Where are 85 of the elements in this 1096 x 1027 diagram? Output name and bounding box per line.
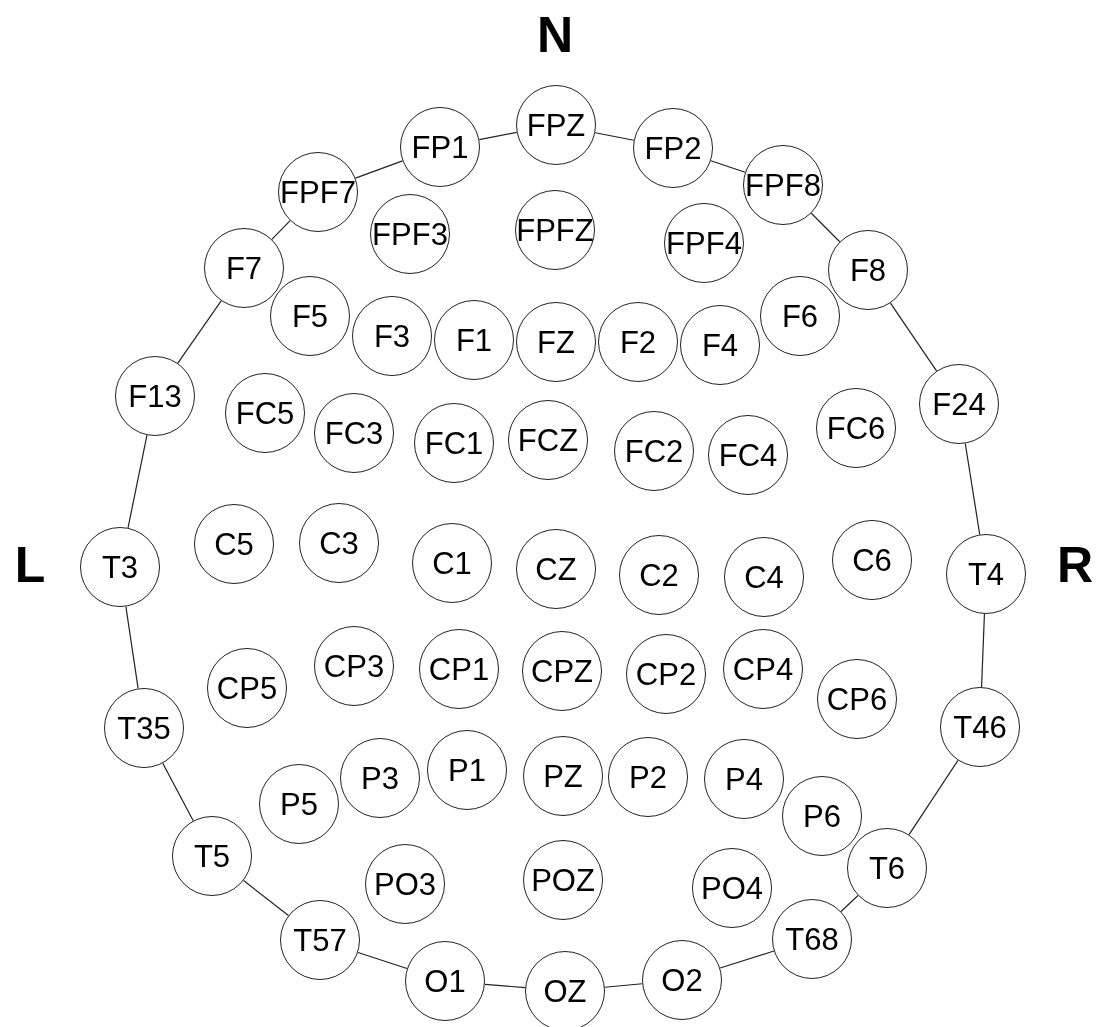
connector-line bbox=[980, 613, 986, 688]
connector-line bbox=[177, 300, 222, 364]
electrode-label: P1 bbox=[448, 754, 486, 786]
electrode-label: P3 bbox=[361, 762, 399, 794]
electrode-label: CP1 bbox=[428, 653, 490, 685]
electrode-label: FC2 bbox=[624, 435, 684, 467]
direction-label: N bbox=[536, 10, 574, 60]
electrode-label: C6 bbox=[852, 544, 892, 576]
electrode-label: PO4 bbox=[701, 872, 763, 904]
connector-line bbox=[125, 605, 139, 690]
electrode-label: T3 bbox=[101, 551, 139, 583]
connector-line bbox=[354, 160, 404, 179]
connector-line bbox=[908, 759, 959, 836]
connector-line bbox=[484, 983, 526, 989]
electrode-label: T6 bbox=[868, 852, 906, 884]
electrode-label: F1 bbox=[455, 324, 493, 356]
connector-line bbox=[242, 879, 290, 917]
electrode-label: CP6 bbox=[826, 683, 888, 715]
electrode-label: FPFZ bbox=[516, 214, 594, 246]
electrode-label: FPF4 bbox=[666, 227, 742, 259]
electrode-label: FPZ bbox=[526, 109, 586, 141]
electrode-label: C2 bbox=[639, 559, 679, 591]
electrode-label: FC3 bbox=[324, 417, 384, 449]
electrode-label: FPF3 bbox=[372, 218, 448, 250]
connector-line bbox=[594, 132, 635, 141]
electrode-label: FPF8 bbox=[745, 169, 821, 201]
electrode-label: T68 bbox=[785, 923, 839, 955]
connector-line bbox=[710, 160, 746, 173]
electrode-label: CP4 bbox=[732, 653, 794, 685]
electrode-label: C5 bbox=[214, 528, 254, 560]
electrode-label: PZ bbox=[543, 760, 583, 792]
electrode-label: PO3 bbox=[374, 868, 436, 900]
electrode-label: O2 bbox=[661, 964, 703, 996]
electrode-label: P6 bbox=[803, 800, 841, 832]
electrode-label: OZ bbox=[543, 975, 587, 1007]
connector-line bbox=[357, 951, 408, 970]
electrode-circle bbox=[204, 228, 284, 308]
direction-label: R bbox=[1056, 540, 1094, 590]
electrode-label: FC1 bbox=[424, 427, 484, 459]
electrode-label: FC4 bbox=[718, 439, 778, 471]
electrode-label: F7 bbox=[225, 252, 263, 284]
electrode-label: F3 bbox=[373, 320, 411, 352]
electrode-label: POZ bbox=[531, 864, 595, 896]
direction-label: L bbox=[14, 540, 46, 590]
electrode-label: FZ bbox=[537, 326, 575, 358]
electrode-label: O1 bbox=[424, 965, 466, 997]
electrode-label: CP2 bbox=[635, 658, 697, 690]
electrode-label: F4 bbox=[701, 329, 739, 361]
electrode-label: FPF7 bbox=[280, 176, 356, 208]
connector-line bbox=[889, 302, 938, 372]
electrode-label: C3 bbox=[319, 527, 359, 559]
connector-line bbox=[719, 950, 775, 969]
electrode-label: F2 bbox=[619, 326, 657, 358]
electrode-label: F5 bbox=[291, 300, 329, 332]
electrode-label: T4 bbox=[967, 558, 1005, 590]
electrode-label: F13 bbox=[128, 380, 182, 412]
electrode-label: FP1 bbox=[411, 131, 469, 163]
electrode-label: FC5 bbox=[235, 397, 295, 429]
connector-line bbox=[840, 894, 859, 913]
connector-line bbox=[127, 434, 148, 529]
electrode-label: FP2 bbox=[644, 132, 702, 164]
connector-line bbox=[964, 442, 981, 536]
electrode-label: P5 bbox=[280, 788, 318, 820]
electrode-label: F24 bbox=[932, 388, 986, 420]
connector-line bbox=[478, 131, 518, 141]
electrode-label: F8 bbox=[849, 254, 887, 286]
electrode-label: FCZ bbox=[517, 424, 579, 456]
connector-line bbox=[271, 220, 291, 240]
electrode-label: F6 bbox=[781, 300, 819, 332]
electrode-label: T57 bbox=[293, 924, 347, 956]
electrode-label: T35 bbox=[117, 712, 171, 744]
electrode-label: CP3 bbox=[323, 650, 385, 682]
electrode-label: CP5 bbox=[216, 672, 278, 704]
electrode-label: C4 bbox=[744, 561, 784, 593]
electrode-label: P4 bbox=[725, 763, 763, 795]
connector-line bbox=[604, 983, 643, 988]
connector-line bbox=[810, 212, 841, 243]
connector-line bbox=[162, 762, 194, 822]
electrode-label: T5 bbox=[193, 840, 231, 872]
electrode-label: C1 bbox=[432, 547, 472, 579]
electrode-label: FC6 bbox=[826, 412, 886, 444]
electrode-label: CPZ bbox=[531, 655, 593, 687]
electrode-label: P2 bbox=[629, 761, 667, 793]
electrode-label: T46 bbox=[953, 711, 1007, 743]
electrode-label: CZ bbox=[535, 553, 577, 585]
